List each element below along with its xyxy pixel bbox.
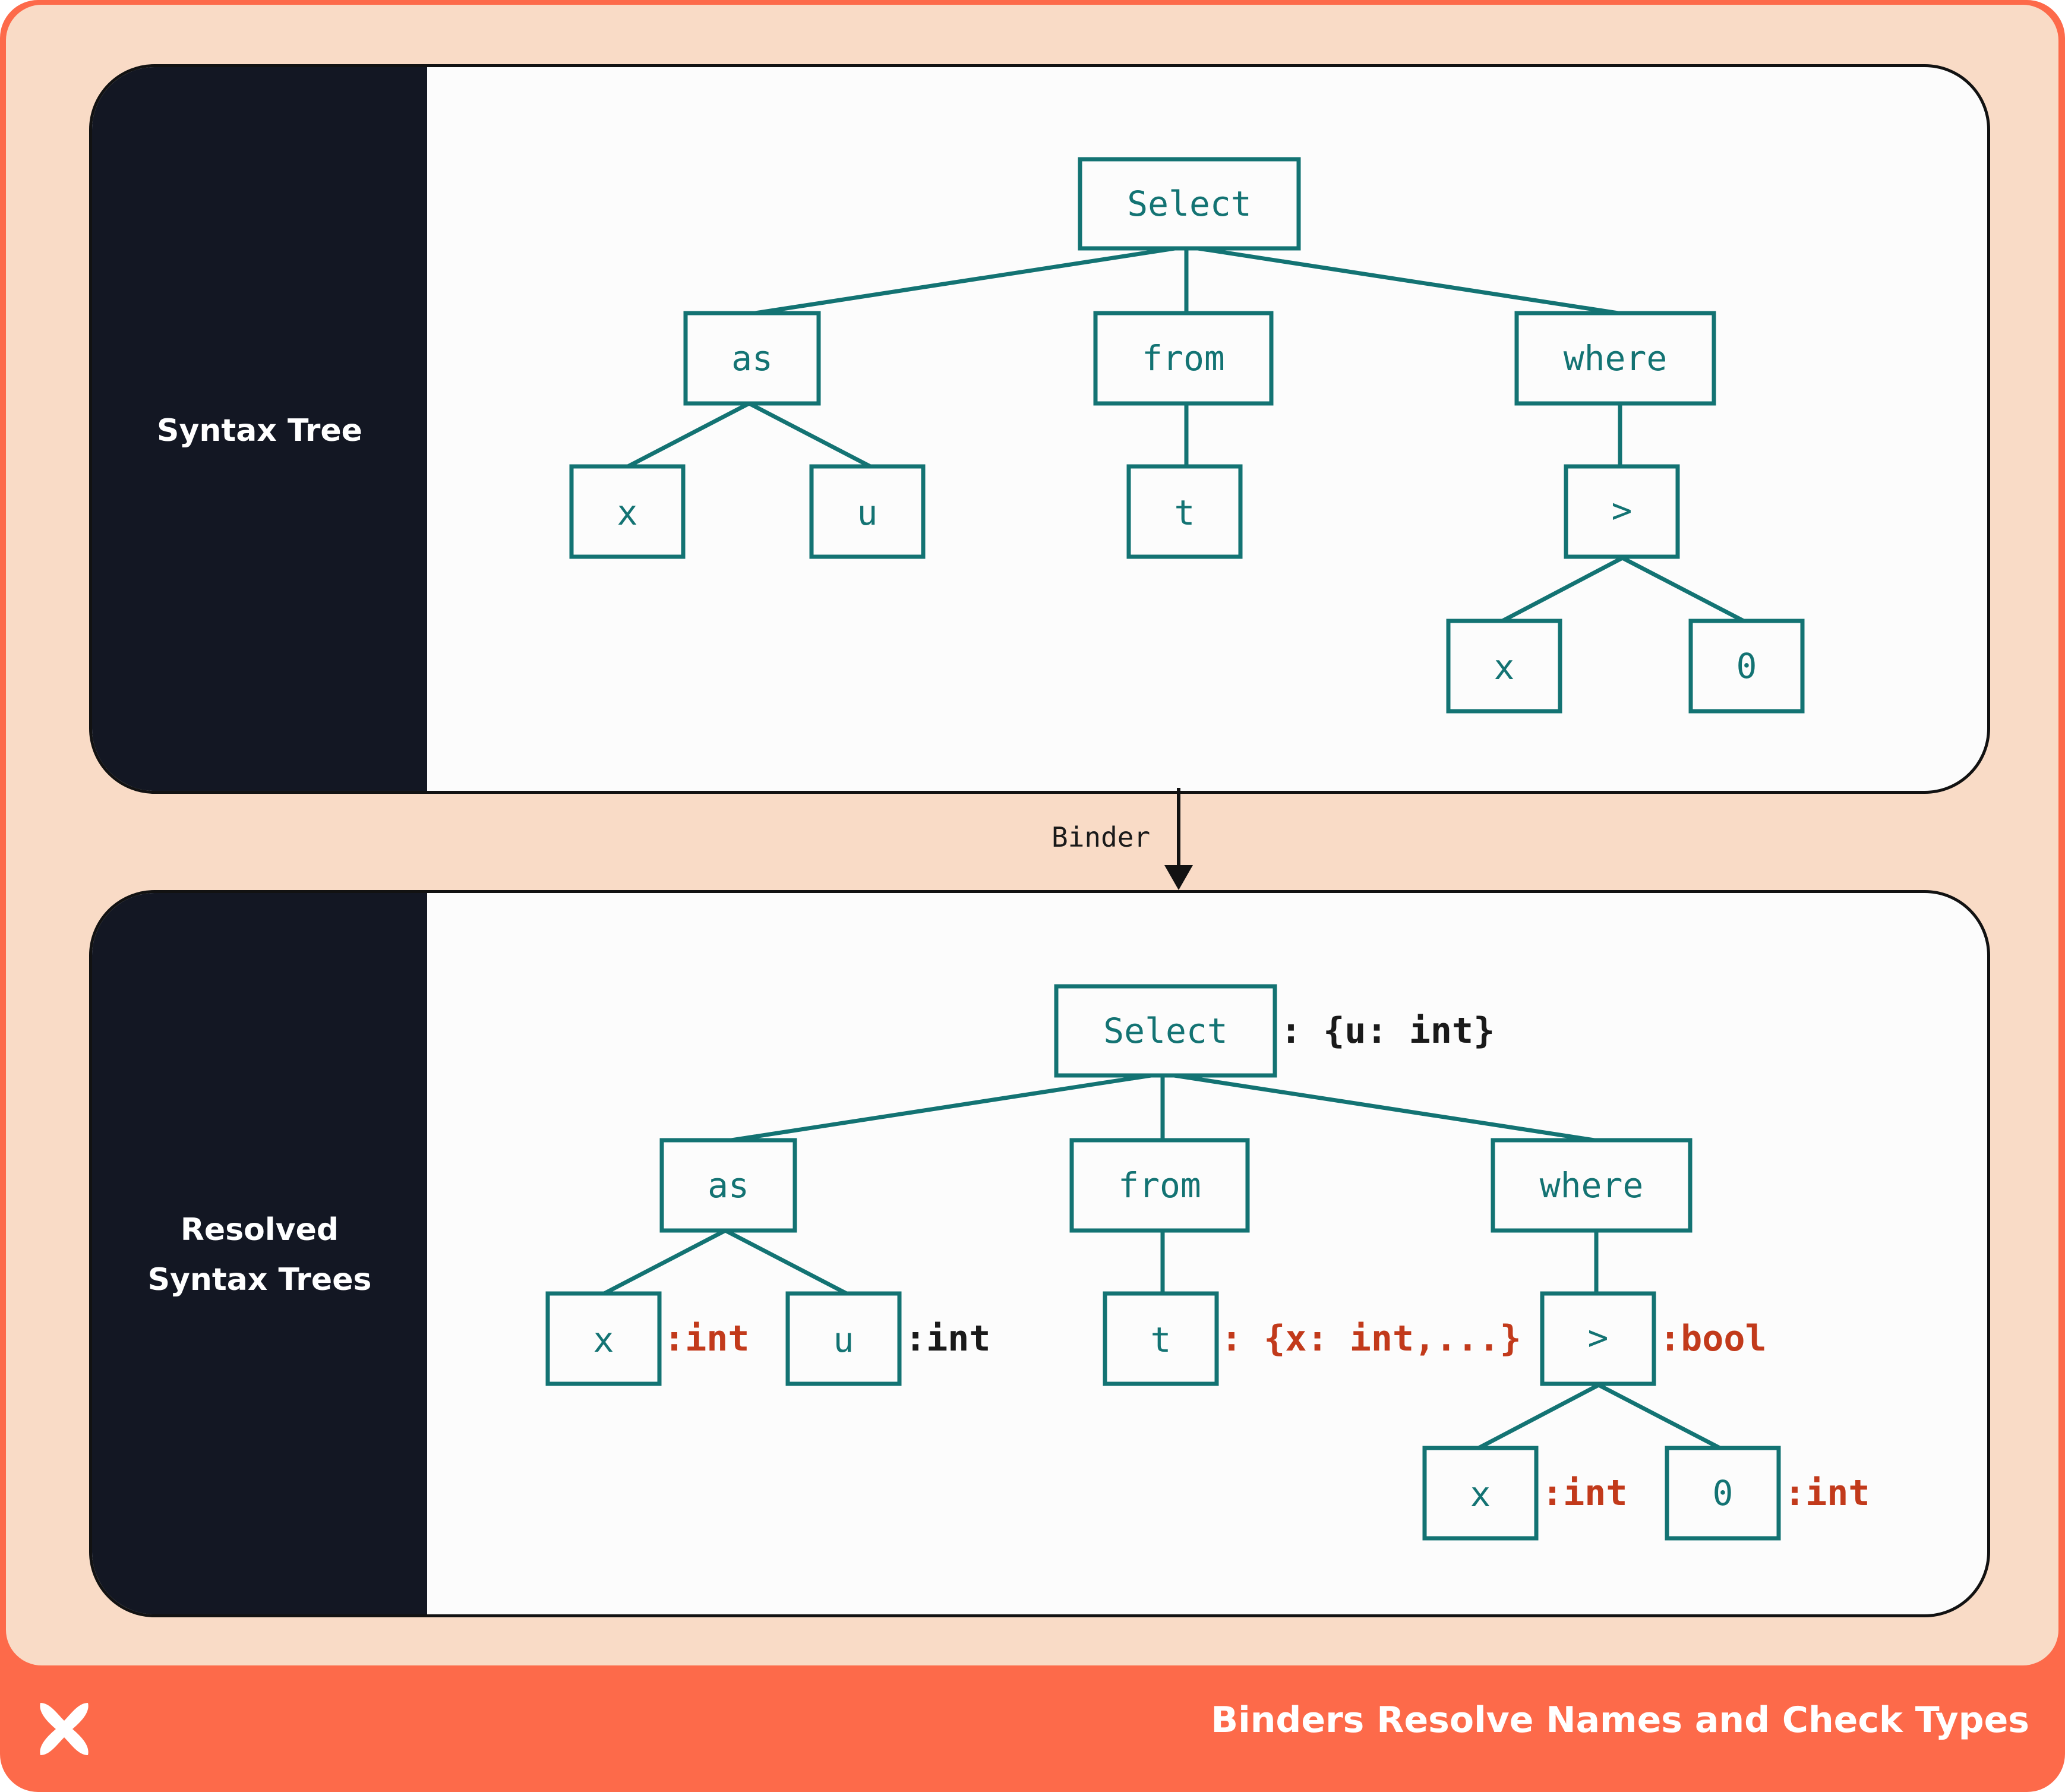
node-x: x <box>545 1291 662 1386</box>
binder-arrow <box>1164 788 1193 890</box>
node-x: x <box>569 464 686 559</box>
diagram-canvas: Syntax Tree Select <box>6 5 2058 1665</box>
edge-as-x <box>627 401 750 469</box>
node-u: u <box>785 1291 902 1386</box>
syntax-tree: Select as from where x <box>569 157 1805 714</box>
edge-select-as <box>754 244 1187 316</box>
node-as: as <box>659 1138 797 1233</box>
node-gt: > <box>1564 464 1680 559</box>
node-select: Select <box>1078 157 1301 251</box>
node-where: where <box>1514 311 1716 406</box>
node-gt: > <box>1540 1291 1656 1386</box>
panel-label: Resolved Syntax Trees <box>92 1205 427 1305</box>
svg-text:from: from <box>1142 338 1225 378</box>
svg-text:>: > <box>1588 1317 1609 1358</box>
annotation-select-type: : {u: int} <box>1280 1010 1495 1052</box>
binder-label: Binder <box>1052 821 1151 853</box>
svg-text:x: x <box>593 1320 614 1360</box>
panel-label-line2: Syntax Trees <box>147 1262 372 1298</box>
node-x2: x <box>1422 1446 1539 1541</box>
node-zero: 0 <box>1665 1446 1781 1541</box>
syntax-tree-panel: Syntax Tree Select <box>89 64 1990 794</box>
annotation-u-type: :int <box>905 1318 991 1359</box>
edge-select-where <box>1186 244 1619 316</box>
edge-select-where <box>1162 1071 1595 1143</box>
node-from: from <box>1069 1138 1250 1233</box>
edge-gt-zero <box>1597 1383 1721 1450</box>
panel-side-bar: Resolved Syntax Trees <box>92 893 427 1614</box>
tree-edges <box>603 1071 1721 1450</box>
svg-text:t: t <box>1174 493 1195 533</box>
annotation-gt-type: :bool <box>1659 1318 1767 1359</box>
node-t: t <box>1126 464 1243 559</box>
edge-gt-zero <box>1621 556 1745 623</box>
annotation-x-type: :int <box>664 1318 750 1359</box>
svg-text:0: 0 <box>1713 1473 1734 1513</box>
logo-icon <box>40 1703 89 1755</box>
footer-title: Binders Resolve Names and Check Types <box>1211 1699 2029 1741</box>
edge-gt-x <box>1477 1383 1600 1450</box>
node-from: from <box>1093 311 1274 406</box>
edge-gt-x <box>1501 556 1624 623</box>
annotation-x2-type: :int <box>1542 1472 1628 1514</box>
svg-text:where: where <box>1564 338 1668 378</box>
svg-text:0: 0 <box>1736 646 1757 686</box>
svg-text:x: x <box>617 493 638 533</box>
node-as: as <box>683 311 821 406</box>
resolved-syntax-trees-panel: Resolved Syntax Trees <box>89 890 1990 1617</box>
annotation-t-type: : {x: int,...} <box>1221 1318 1521 1359</box>
svg-text:as: as <box>731 338 773 378</box>
node-select: Select <box>1054 984 1277 1078</box>
edge-as-u <box>748 401 872 469</box>
annotation-zero-type: :int <box>1784 1472 1870 1514</box>
panel-side-bar: Syntax Tree <box>92 67 427 791</box>
svg-text:from: from <box>1118 1165 1201 1206</box>
svg-text:t: t <box>1151 1320 1172 1360</box>
node-zero: 0 <box>1688 619 1805 714</box>
svg-text:x: x <box>1470 1474 1491 1515</box>
edge-as-u <box>724 1228 848 1296</box>
edge-as-x <box>603 1228 727 1296</box>
panel-label-line1: Resolved <box>180 1212 339 1248</box>
svg-text:>: > <box>1612 490 1633 531</box>
svg-text:x: x <box>1494 647 1515 687</box>
svg-text:u: u <box>833 1320 854 1360</box>
node-where: where <box>1491 1138 1693 1233</box>
node-u: u <box>809 464 926 559</box>
resolved-syntax-tree: Select : {u: int} as from where x <box>545 984 1870 1541</box>
svg-text:as: as <box>708 1165 749 1206</box>
edge-select-as <box>731 1071 1163 1143</box>
tree-edges <box>627 244 1745 623</box>
svg-text:Select: Select <box>1103 1011 1228 1051</box>
panel-label: Syntax Tree <box>157 413 362 449</box>
node-x2: x <box>1446 619 1562 714</box>
svg-text:u: u <box>857 493 878 533</box>
svg-text:Select: Select <box>1127 184 1252 224</box>
node-t: t <box>1103 1291 1219 1386</box>
svg-text:where: where <box>1540 1165 1644 1206</box>
